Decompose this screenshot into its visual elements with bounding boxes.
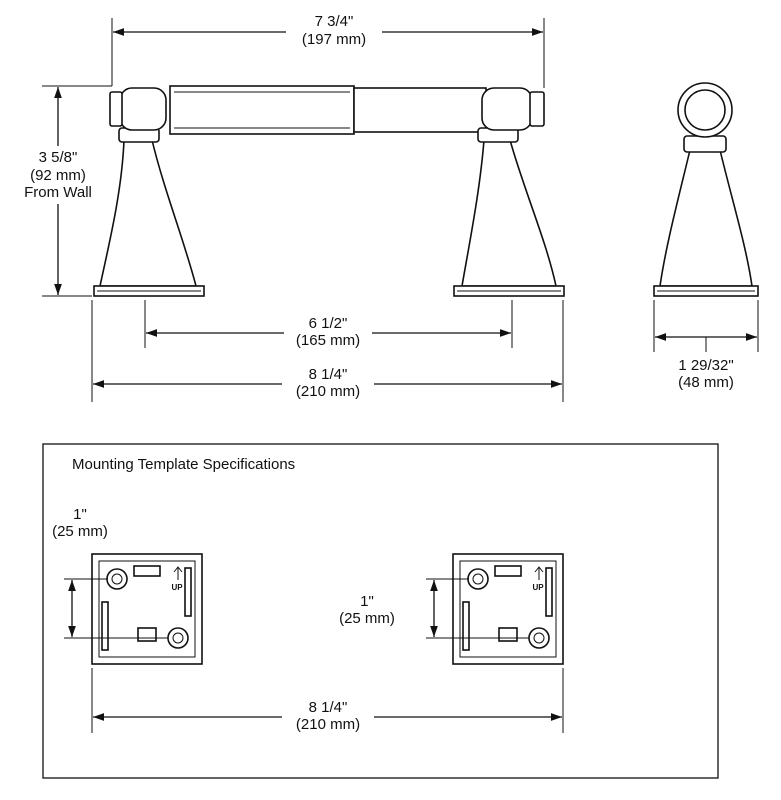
left-screw-hole-top (106, 568, 128, 590)
dim-base-width-mm: (48 mm) (678, 374, 734, 391)
mounting-template: Mounting Template Specifications UP (42, 443, 719, 779)
side-view (653, 82, 759, 297)
front-view (93, 85, 565, 297)
dim-bar-length: 7 3/4" (197 mm) (111, 13, 545, 88)
up-arrow-icon (534, 566, 544, 580)
dim-left-hole-spacing: 1" (25 mm) (52, 506, 168, 639)
dim-overall-length: 8 1/4" (210 mm) (91, 300, 564, 402)
right-screw-hole-bottom (528, 627, 550, 649)
dim-from-wall-note: From Wall (24, 184, 92, 201)
dim-bar-length-in: 7 3/4" (315, 13, 354, 30)
dim-bar-length-mm: (197 mm) (302, 31, 366, 48)
left-hole-spacing-mm: (25 mm) (52, 523, 108, 540)
left-post (93, 87, 205, 297)
right-mounting-plate: UP (452, 553, 564, 665)
dim-overall-length-in: 8 1/4" (309, 366, 348, 383)
dim-base-width-in: 1 29/32" (678, 357, 733, 374)
left-mounting-plate: UP (91, 553, 203, 665)
dim-base-width: 1 29/32" (48 mm) (653, 300, 759, 391)
dim-from-wall-in: 3 5/8" (39, 149, 78, 166)
dim-inner-spacing: 6 1/2" (165 mm) (144, 300, 513, 349)
up-arrow-icon (173, 566, 183, 580)
right-up-label: UP (532, 583, 544, 592)
template-title: Mounting Template Specifications (72, 456, 295, 473)
towel-bar-rod (169, 85, 487, 135)
dim-from-wall: 3 5/8" (92 mm) From Wall (24, 85, 112, 297)
center-spacing-in: 8 1/4" (309, 699, 348, 716)
dim-inner-spacing-in: 6 1/2" (309, 315, 348, 332)
dim-overall-length-mm: (210 mm) (296, 383, 360, 400)
dim-right-hole-spacing: 1" (25 mm) (339, 578, 529, 639)
right-hole-spacing-mm: (25 mm) (339, 610, 395, 627)
left-up-label: UP (171, 583, 183, 592)
right-screw-hole-top (467, 568, 489, 590)
left-screw-hole-bottom (167, 627, 189, 649)
left-hole-spacing-in: 1" (73, 506, 87, 523)
dim-inner-spacing-mm: (165 mm) (296, 332, 360, 349)
right-hole-spacing-in: 1" (360, 593, 374, 610)
dim-center-spacing: 8 1/4" (210 mm) (91, 668, 564, 733)
right-post (453, 87, 565, 297)
center-spacing-mm: (210 mm) (296, 716, 360, 733)
dim-from-wall-mm: (92 mm) (30, 167, 86, 184)
